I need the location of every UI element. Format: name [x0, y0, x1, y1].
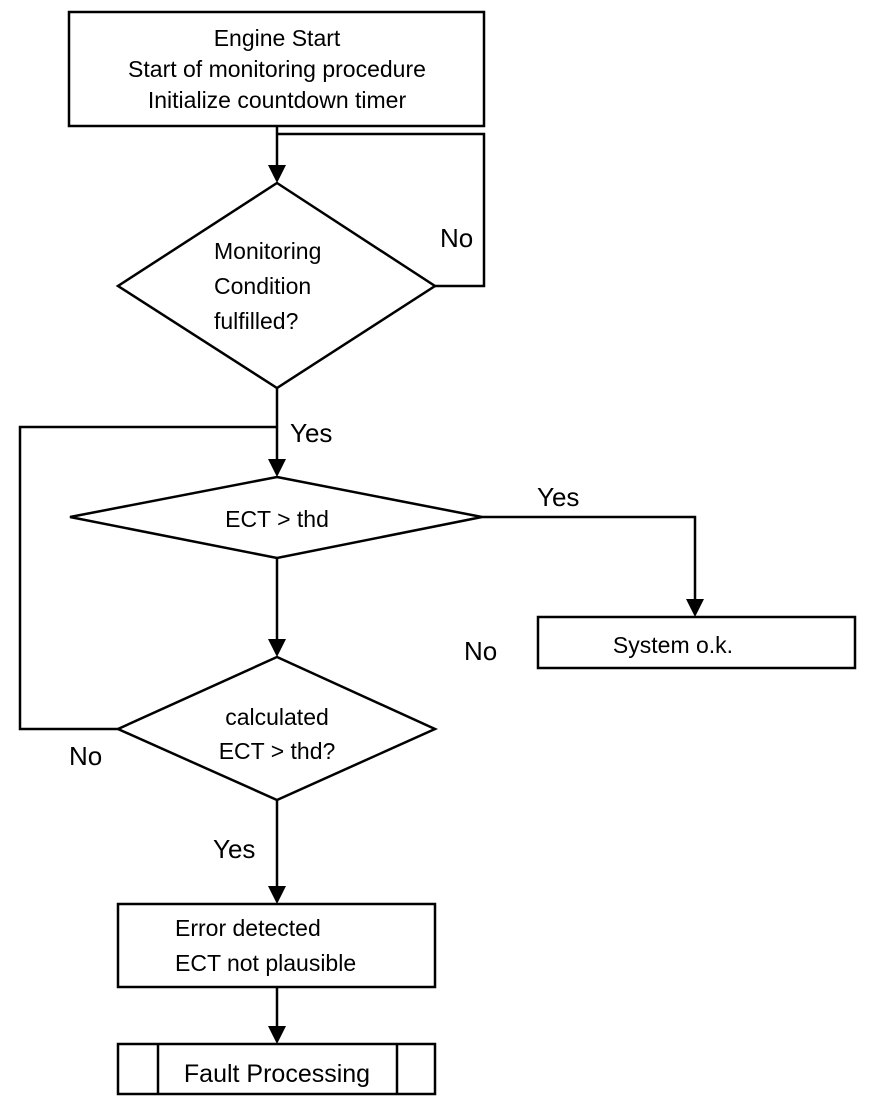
error-detected-line-2: ECT not plausible	[175, 950, 356, 976]
error-detected-box	[116, 902, 437, 989]
arrowhead-system-ok-top	[686, 599, 704, 617]
edge-label-calculated-no: No	[69, 741, 102, 771]
ect-threshold-node: ECT > thd	[69, 475, 483, 560]
monitoring-condition-line-2: Condition	[214, 273, 311, 299]
edge-label-ect-yes: Yes	[537, 482, 579, 512]
start-node-box	[67, 10, 486, 128]
ect-threshold-diamond	[69, 475, 483, 560]
calculated-ect-node: calculated ECT > thd?	[114, 655, 439, 802]
ect-threshold-label: ECT > thd	[225, 506, 329, 532]
connector-monitoring-no-loop	[277, 132, 486, 288]
calculated-ect-diamond	[114, 655, 439, 802]
connector-ect-to-system-ok	[482, 515, 697, 602]
arrowhead-fault-top	[268, 1026, 286, 1044]
start-node-line-1: Engine Start	[214, 25, 341, 51]
start-node-line-3: Initialize countdown timer	[148, 87, 407, 113]
monitoring-condition-node: Monitoring Condition fulfilled?	[115, 181, 438, 390]
error-detected-line-1: Error detected	[175, 915, 321, 941]
monitoring-condition-line-1: Monitoring	[214, 238, 321, 264]
arrowhead-error-top	[268, 886, 286, 904]
calculated-ect-line-1: calculated	[225, 704, 329, 730]
arrowhead-calculated-top	[268, 639, 286, 657]
monitoring-condition-diamond	[115, 181, 438, 390]
edge-label-ect-no: No	[464, 636, 497, 666]
fault-processing-box	[116, 1042, 437, 1096]
monitoring-condition-line-3: fulfilled?	[214, 308, 298, 334]
error-detected-node: Error detected ECT not plausible	[116, 902, 437, 989]
fault-processing-label: Fault Processing	[184, 1060, 370, 1088]
connector-calculated-no-loop	[18, 425, 277, 731]
edge-label-monitoring-yes: Yes	[290, 418, 332, 448]
calculated-ect-line-2: ECT > thd?	[219, 738, 336, 764]
start-node: Engine Start Start of monitoring procedu…	[67, 10, 486, 128]
edge-label-monitoring-no: No	[440, 223, 473, 253]
system-ok-label: System o.k.	[613, 632, 733, 658]
fault-processing-node: Fault Processing	[116, 1042, 437, 1096]
system-ok-box	[536, 615, 857, 670]
edge-label-calculated-yes: Yes	[213, 834, 255, 864]
arrowhead-monitoring-top	[268, 165, 286, 183]
system-ok-node: System o.k.	[536, 615, 857, 670]
start-node-line-2: Start of monitoring procedure	[128, 56, 426, 82]
arrowhead-ect-top	[268, 459, 286, 477]
